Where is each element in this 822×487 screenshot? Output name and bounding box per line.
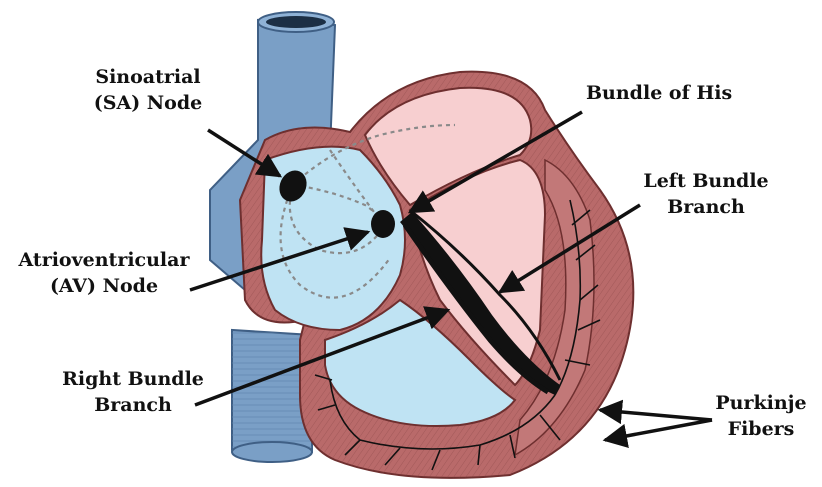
purkinje-label: Purkinje Fibers (706, 390, 816, 442)
right-bundle-label-line1: Right Bundle (48, 366, 218, 392)
sa-node-label-line1: Sinoatrial (78, 64, 218, 90)
av-node (371, 210, 395, 238)
left-bundle-label-line2: Branch (626, 194, 786, 220)
av-node-label: Atrioventricular (AV) Node (4, 247, 204, 299)
av-node-label-line2: (AV) Node (4, 273, 204, 299)
left-bundle-label-line1: Left Bundle (626, 168, 786, 194)
purkinje-label-line1: Purkinje (706, 390, 816, 416)
right-bundle-label-line2: Branch (48, 392, 218, 418)
right-bundle-label: Right Bundle Branch (48, 366, 218, 418)
purkinje-pointer-1 (600, 410, 712, 420)
sa-node-label: Sinoatrial (SA) Node (78, 64, 218, 116)
purkinje-pointer-2 (605, 420, 712, 440)
bundle-of-his-label-line1: Bundle of His (586, 80, 732, 106)
av-node-label-line1: Atrioventricular (4, 247, 204, 273)
sa-node-label-line2: (SA) Node (78, 90, 218, 116)
left-bundle-label: Left Bundle Branch (626, 168, 786, 220)
bundle-of-his-label: Bundle of His (586, 80, 732, 106)
purkinje-label-line2: Fibers (706, 416, 816, 442)
